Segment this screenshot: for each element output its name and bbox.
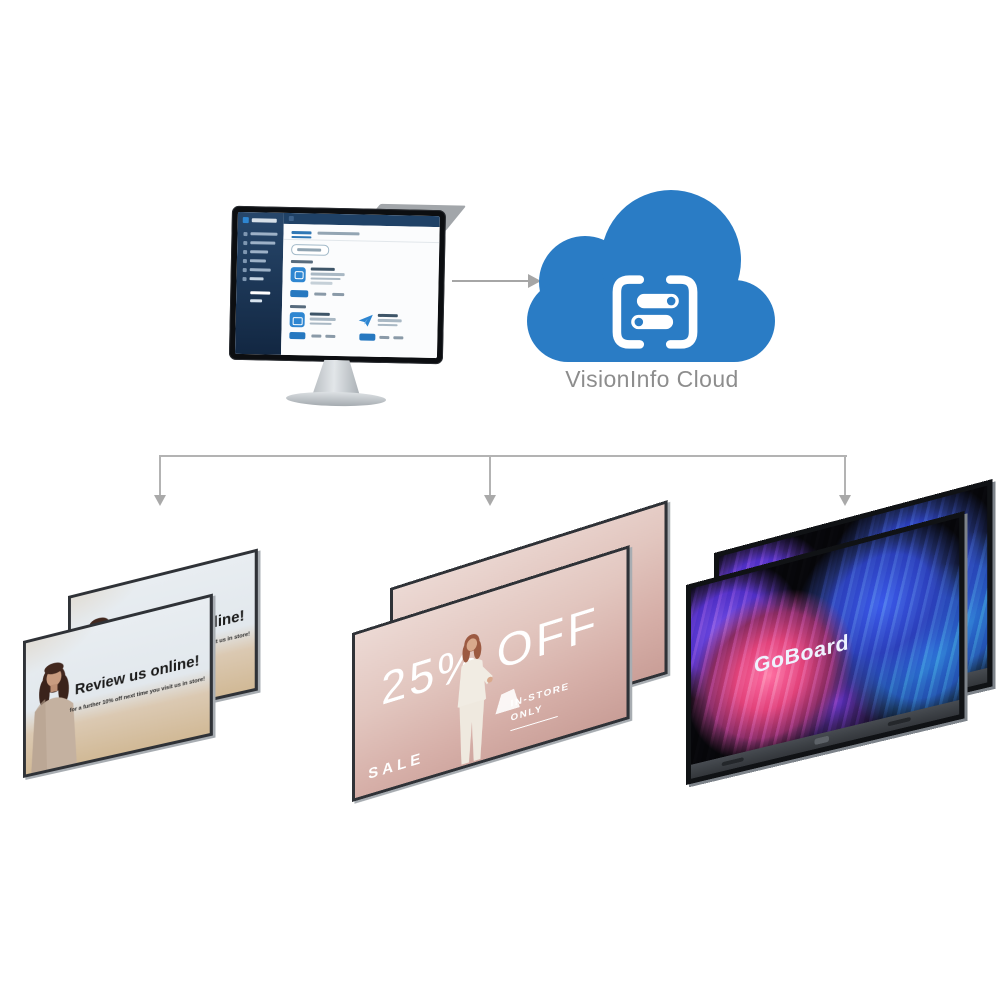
cms-dashboard-screen xyxy=(234,211,440,359)
monitor-stand-base xyxy=(285,390,387,408)
menu-item-placeholder xyxy=(249,259,266,263)
link-placeholder xyxy=(332,292,345,296)
brand-logo-icon xyxy=(242,217,249,224)
app-desc-placeholder xyxy=(310,272,345,276)
speaker-grille xyxy=(722,756,745,767)
menu-item-placeholder xyxy=(250,232,278,236)
primary-button-placeholder xyxy=(290,290,309,298)
monitor-bezel xyxy=(228,205,447,365)
brand-name-placeholder xyxy=(251,218,277,223)
section-title-placeholder xyxy=(290,260,313,264)
monitor-stand-neck xyxy=(312,360,361,397)
arrow-down-icon xyxy=(839,495,851,506)
active-submenu-placeholder xyxy=(250,291,271,295)
arrow-down-icon xyxy=(154,495,166,506)
app-icon-glyph xyxy=(294,271,304,279)
primary-button-placeholder xyxy=(359,333,376,341)
menu-item-placeholder xyxy=(250,250,269,254)
instore-only-text: IN-STORE ONLY xyxy=(510,680,570,732)
tab-active-underline xyxy=(291,236,312,238)
menu-item-icon xyxy=(242,268,247,273)
app-desc-placeholder xyxy=(310,281,333,285)
app-title-placeholder xyxy=(310,267,335,271)
bracket-toggles-icon xyxy=(612,275,698,349)
dashboard-content xyxy=(280,223,440,359)
cloud-icon xyxy=(527,190,777,362)
signage-screen-sale-front: 25% OFF SALE IN-STORE ONLY xyxy=(352,545,630,802)
link-placeholder xyxy=(314,292,327,296)
tab-active-placeholder xyxy=(291,231,312,235)
menu-item-placeholder xyxy=(249,277,264,281)
arrow-down-icon xyxy=(484,495,496,506)
link-placeholder xyxy=(379,335,390,339)
menu-item-icon xyxy=(242,277,247,282)
active-submenu-underline xyxy=(250,299,263,302)
drop-line-left xyxy=(159,455,161,497)
app-title-placeholder xyxy=(377,313,398,318)
add-button-label-placeholder xyxy=(297,247,322,252)
section-title-placeholder xyxy=(289,305,307,309)
model-photo xyxy=(31,660,77,774)
app-desc-placeholder xyxy=(377,318,402,322)
signage-screen-review-front: Review us online! for a further 10% off … xyxy=(23,593,213,778)
distribution-line xyxy=(159,455,847,457)
topbar-menu-icon xyxy=(288,215,294,222)
drop-line-middle xyxy=(489,455,491,497)
tabs-divider xyxy=(283,238,440,244)
cms-monitor xyxy=(228,203,467,408)
menu-item-placeholder xyxy=(250,241,276,245)
tab-placeholder xyxy=(317,231,360,236)
drop-line-right xyxy=(844,455,846,497)
review-ad: Review us online! for a further 10% off … xyxy=(25,597,210,775)
cloud-label: VisionInfo Cloud xyxy=(565,366,739,392)
link-placeholder xyxy=(311,334,322,338)
sale-ad: 25% OFF SALE IN-STORE ONLY xyxy=(354,549,627,799)
link-placeholder xyxy=(393,336,404,339)
camera-icon xyxy=(292,317,303,325)
arrow-right-icon xyxy=(528,274,541,288)
app-desc-placeholder xyxy=(309,317,336,321)
model-photo xyxy=(457,631,493,765)
menu-item-icon xyxy=(242,259,247,264)
dashboard-sidebar xyxy=(234,211,284,355)
camera-module xyxy=(814,735,830,746)
menu-item-placeholder xyxy=(249,268,271,272)
sale-tag: SALE xyxy=(368,748,425,783)
speaker-grille xyxy=(887,716,911,727)
primary-button-placeholder xyxy=(289,332,306,340)
paper-plane-icon xyxy=(358,314,373,327)
app-desc-placeholder xyxy=(309,321,332,325)
menu-item-icon xyxy=(243,241,248,246)
menu-item-icon xyxy=(243,250,248,255)
app-desc-placeholder xyxy=(310,276,341,281)
app-desc-placeholder xyxy=(377,323,398,327)
arrow-monitor-to-cloud-line xyxy=(452,280,530,282)
link-placeholder xyxy=(325,334,336,338)
app-title-placeholder xyxy=(309,312,330,316)
menu-item-icon xyxy=(243,232,248,237)
